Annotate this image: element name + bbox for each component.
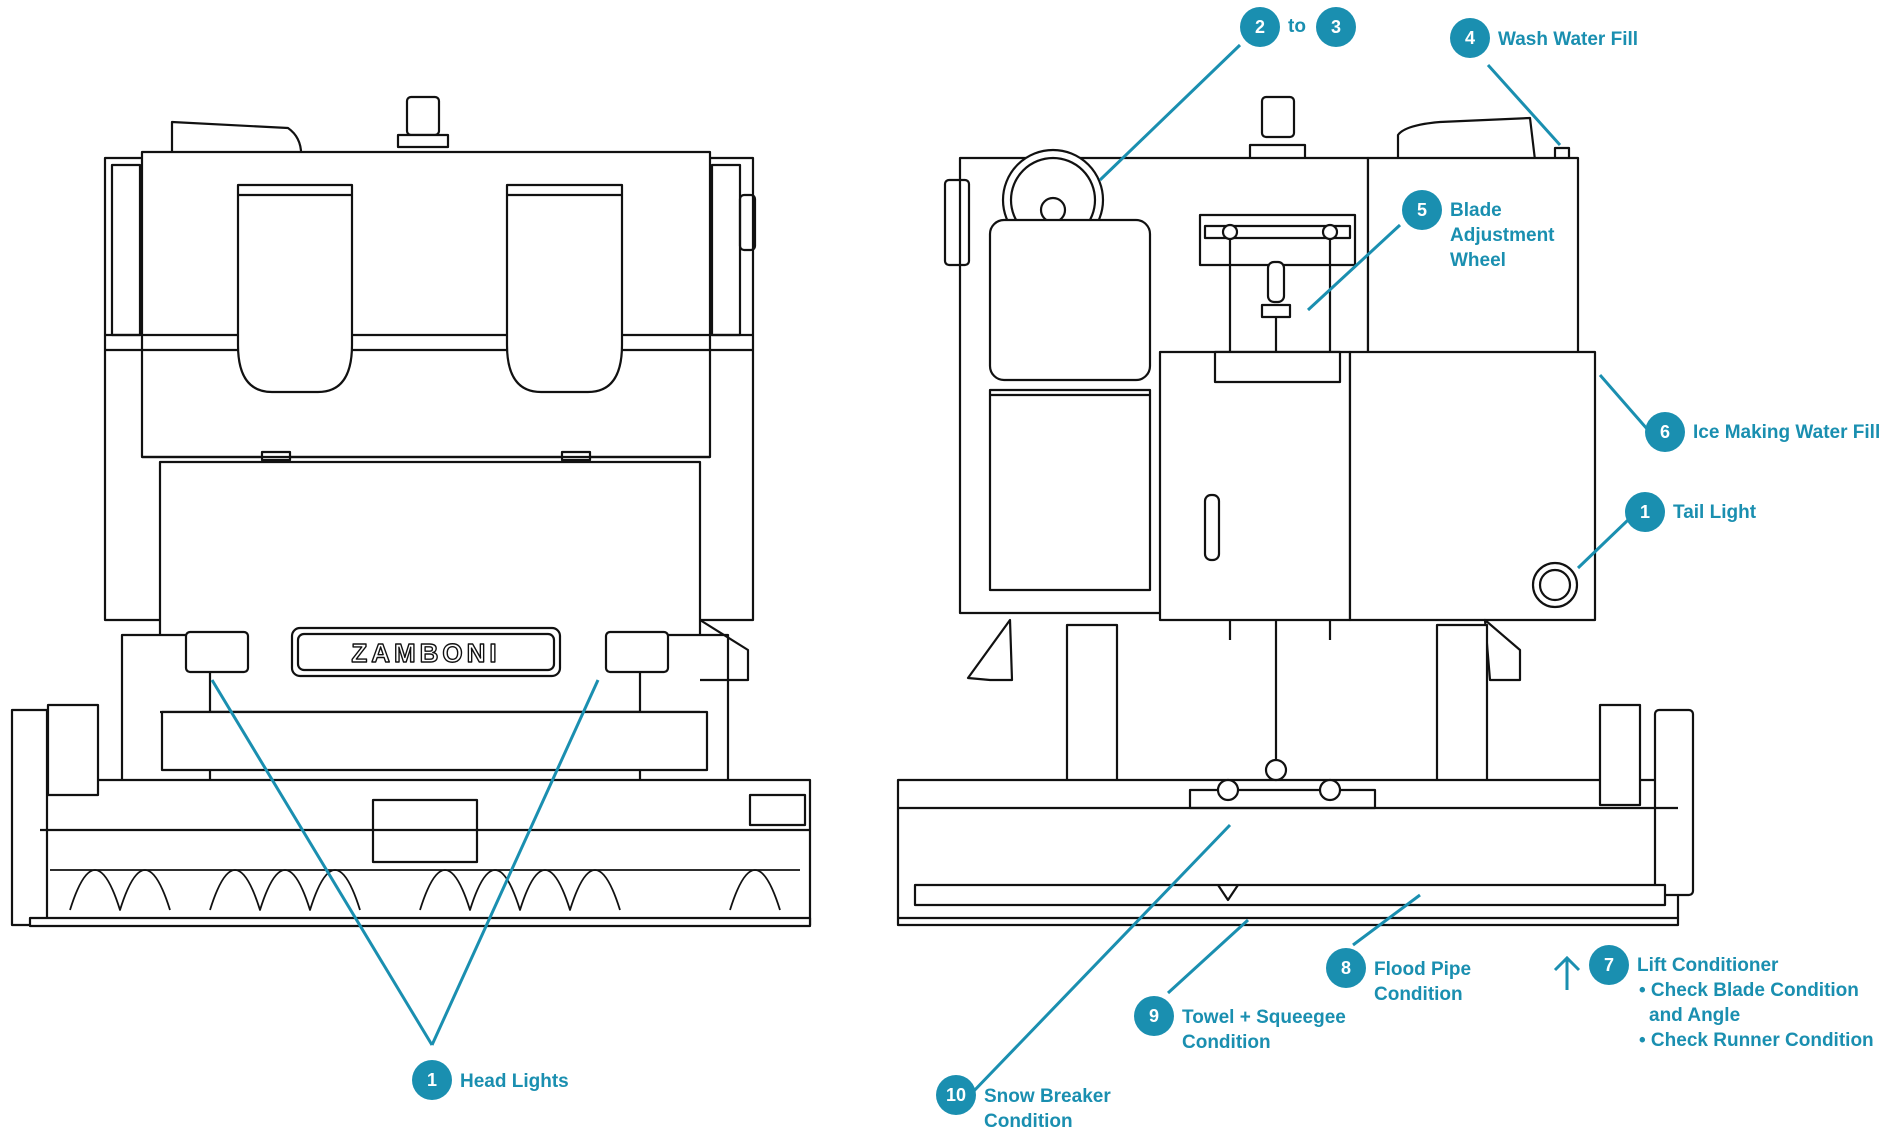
callout-badge-wash-water: 4 <box>1450 18 1490 58</box>
callout-label-blade-wheel: Blade Adjustment Wheel <box>1450 198 1555 273</box>
callout-label-head-lights: Head Lights <box>460 1071 569 1092</box>
snow-breaker-line-2: Condition <box>984 1111 1073 1132</box>
callout-label-wash-water: Wash Water Fill <box>1498 29 1639 50</box>
callout-label-tail-light: Tail Light <box>1673 502 1757 523</box>
callout-badge-towel: 9 <box>1134 996 1174 1036</box>
flood-pipe-line-1: Flood Pipe <box>1374 959 1472 980</box>
towel-line-1: Towel + Squeegee <box>1182 1007 1346 1028</box>
callout-leaders <box>210 43 1650 1097</box>
front-view: ZAMBONI <box>10 95 812 928</box>
callout-badge-blade-wheel: 5 <box>1402 190 1442 230</box>
blade-wheel-line-2: Adjustment <box>1450 225 1555 246</box>
callout-badge-3: 3 <box>1316 7 1356 47</box>
lift-bullet-1: • Check Blade Condition <box>1639 980 1859 1001</box>
lift-bullet-2: • Check Runner Condition <box>1639 1030 1874 1051</box>
callout-label-snow-breaker: Snow Breaker Condition <box>984 1084 1111 1134</box>
callout-badge-ice-water: 6 <box>1645 412 1685 452</box>
callout-badge-snow-breaker: 10 <box>936 1075 976 1115</box>
callout-badge-head-lights: 1 <box>412 1060 452 1100</box>
callout-badge-2: 2 <box>1240 7 1280 47</box>
blade-wheel-line-1: Blade <box>1450 200 1502 221</box>
brand-plate-text: ZAMBONI <box>351 638 500 668</box>
callout-joiner-to: to <box>1288 16 1306 37</box>
rear-view <box>896 95 1695 927</box>
callout-badge-flood-pipe: 8 <box>1326 948 1366 988</box>
towel-line-2: Condition <box>1182 1032 1271 1053</box>
snow-breaker-line-1: Snow Breaker <box>984 1086 1111 1107</box>
callout-badge-lift: 7 <box>1589 945 1629 985</box>
lift-bullet-1-cont: and Angle <box>1649 1005 1741 1026</box>
callout-badge-tail-light: 1 <box>1625 492 1665 532</box>
callout-label-flood-pipe: Flood Pipe Condition <box>1374 957 1471 1007</box>
callout-label-ice-water: Ice Making Water Fill <box>1693 422 1881 443</box>
lift-title: Lift Conditioner <box>1637 955 1779 976</box>
callout-label-towel: Towel + Squeegee Condition <box>1182 1005 1346 1055</box>
blade-wheel-line-3: Wheel <box>1450 250 1506 271</box>
callout-label-lift: Lift Conditioner • Check Blade Condition… <box>1637 953 1874 1053</box>
flood-pipe-line-2: Condition <box>1374 984 1463 1005</box>
